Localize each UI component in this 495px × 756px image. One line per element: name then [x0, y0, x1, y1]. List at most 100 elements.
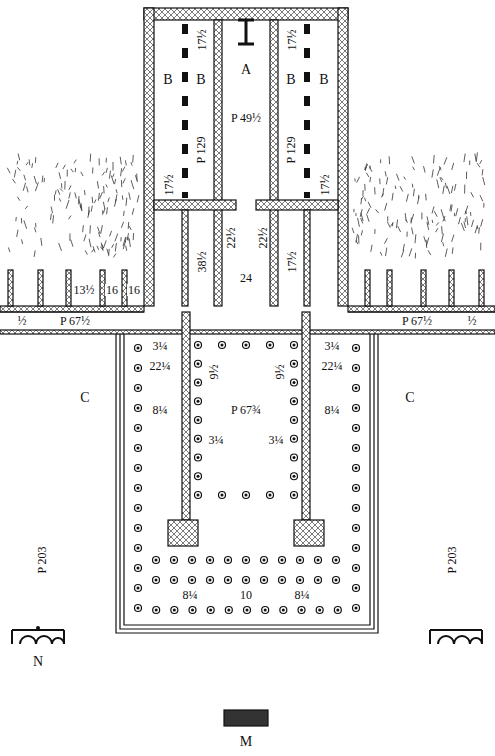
- terrain-stroke: [110, 231, 112, 237]
- column-core: [300, 609, 303, 612]
- terrain-stroke: [397, 174, 400, 181]
- column: [135, 605, 142, 612]
- terrain-stroke: [471, 192, 474, 197]
- column: [267, 342, 274, 349]
- terrain-stroke: [116, 189, 117, 193]
- column: [195, 492, 202, 499]
- terrain-stroke: [59, 198, 61, 201]
- terrain-stroke: [102, 172, 105, 176]
- column: [135, 365, 142, 372]
- terrain-stroke: [376, 209, 379, 213]
- terrain-stroke: [380, 159, 381, 163]
- column: [207, 577, 214, 584]
- terrain-stroke: [433, 155, 435, 163]
- column-core: [355, 527, 358, 530]
- terrain-stroke: [407, 232, 408, 237]
- column-core: [355, 487, 358, 490]
- column: [244, 607, 251, 614]
- column-core: [246, 609, 249, 612]
- column-core: [293, 400, 296, 403]
- column: [353, 365, 360, 372]
- column: [195, 398, 202, 405]
- dimension-label: 17½: [162, 174, 174, 197]
- terrain-stroke: [88, 210, 90, 218]
- terrain-stroke: [472, 220, 474, 227]
- terrain-stroke: [42, 176, 44, 183]
- column-core: [191, 579, 194, 582]
- column: [135, 525, 142, 532]
- terrain-stroke: [114, 199, 116, 207]
- column: [353, 405, 360, 412]
- column: [291, 379, 298, 386]
- column: [353, 385, 360, 392]
- column-core: [263, 559, 266, 562]
- dimension-label: 3¼: [208, 434, 225, 446]
- terrain-stroke: [120, 237, 121, 241]
- column-core: [197, 475, 200, 478]
- column-core: [293, 362, 296, 365]
- terrain-stroke: [69, 185, 71, 190]
- dimension-label: 8¼: [294, 589, 311, 601]
- column: [135, 585, 142, 592]
- terrain-stroke: [459, 217, 461, 224]
- column: [297, 557, 304, 564]
- column: [171, 577, 178, 584]
- terrain-stroke: [90, 154, 92, 162]
- terrain-stroke: [89, 225, 91, 233]
- column: [225, 607, 232, 614]
- terrain-stroke: [8, 247, 10, 252]
- terrain-stroke: [371, 245, 372, 252]
- terrain-stroke: [421, 213, 422, 220]
- terrain-stroke: [412, 184, 414, 188]
- column-core: [355, 607, 358, 610]
- terrain-stroke: [120, 157, 121, 165]
- column: [135, 505, 142, 512]
- terrain-stroke: [361, 196, 363, 199]
- terrain-stroke: [25, 206, 28, 209]
- column-core: [335, 559, 338, 562]
- terrain-stroke: [101, 243, 103, 251]
- terrain-stroke: [22, 239, 23, 244]
- column: [353, 485, 360, 492]
- terrain-stroke: [125, 237, 126, 242]
- column-core: [137, 587, 140, 590]
- column: [135, 445, 142, 452]
- terrain-stroke: [106, 184, 108, 187]
- terrain-stroke: [133, 233, 134, 240]
- terrain-stroke: [415, 253, 416, 259]
- column-core: [137, 547, 140, 550]
- column: [315, 577, 322, 584]
- column: [195, 417, 202, 424]
- column: [291, 360, 298, 367]
- column-core: [355, 507, 358, 510]
- terrain-stroke: [445, 183, 446, 189]
- terrain-stroke: [392, 193, 393, 201]
- terrain-stroke: [50, 214, 52, 220]
- column-core: [173, 559, 176, 562]
- terrain-stroke: [358, 218, 360, 227]
- terrain-stroke: [379, 179, 380, 185]
- column: [353, 345, 360, 352]
- terrain-stroke: [368, 202, 371, 208]
- terrain-stroke: [355, 213, 356, 216]
- dimension-label: ½: [17, 315, 28, 327]
- column: [353, 465, 360, 472]
- letter-label: C: [79, 391, 90, 405]
- terrain-stroke: [400, 186, 403, 191]
- column-core: [281, 579, 284, 582]
- terrain-stroke: [34, 228, 36, 233]
- terrain-stroke: [366, 173, 369, 177]
- terrain-stroke: [121, 222, 123, 228]
- terrain-stroke: [476, 152, 477, 161]
- terrain-stroke: [74, 160, 77, 164]
- terrain-stroke: [92, 249, 94, 252]
- column-core: [209, 559, 212, 562]
- terrain-stroke: [81, 172, 83, 176]
- terrain-stroke: [412, 228, 413, 235]
- column: [353, 505, 360, 512]
- terrain-stroke: [115, 179, 116, 184]
- terrain-stroke: [17, 197, 20, 201]
- terrain-stroke: [109, 171, 110, 179]
- terrain-stroke: [385, 238, 388, 244]
- column-core: [221, 344, 224, 347]
